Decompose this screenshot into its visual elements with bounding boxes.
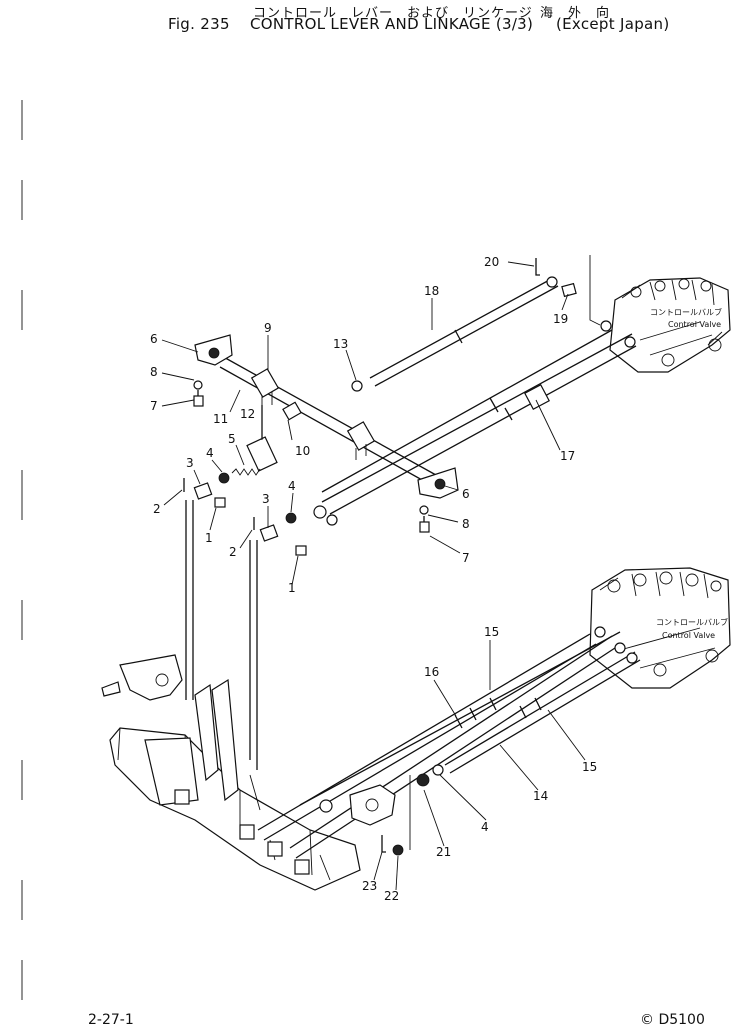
leader-lines: [161, 261, 586, 891]
upper-valve-label-en: Control Valve: [668, 320, 721, 329]
callout-7a: 7: [150, 399, 158, 413]
callout-4a: 4: [206, 446, 214, 460]
upper-rods: [313, 255, 637, 526]
region-label: (Except Japan): [556, 15, 670, 33]
title-japanese: コントロール レバー および リンケージ: [253, 6, 533, 21]
callout-1b: 1: [288, 581, 296, 595]
callout-15b: 15: [582, 760, 597, 774]
callout-12: 12: [240, 407, 255, 421]
callout-5: 5: [228, 432, 236, 446]
callout-3a: 3: [186, 456, 194, 470]
callout-17: 17: [560, 449, 575, 463]
callout-11: 11: [213, 412, 228, 426]
page-reference: 2-27-1: [88, 1012, 134, 1028]
callout-18: 18: [424, 284, 439, 298]
callout-15a: 15: [484, 625, 499, 639]
lower-rods: [257, 626, 641, 859]
lower-valve-label-jp: コントロールバルブ: [656, 617, 728, 627]
lower-valve-label-en: Control Valve: [662, 631, 715, 640]
callout-6a: 6: [150, 332, 158, 346]
callout-19: 19: [553, 312, 568, 326]
callout-8b: 8: [462, 517, 470, 531]
lower-frame: [109, 678, 361, 891]
callout-labels: 6 8 7 9 11 12 10 5 4 3 2 1 3 4 2 1 13 18…: [150, 255, 597, 903]
upper-valve-label-jp: コントロールバルブ: [650, 307, 722, 317]
lower-control-valve: コントロールバルブ Control Valve: [589, 567, 731, 689]
figure-number: Fig. 235: [168, 15, 230, 33]
callout-7b: 7: [462, 551, 470, 565]
region-japanese: 海 外 向: [540, 6, 611, 21]
lever-shafts: [101, 472, 307, 770]
callout-10: 10: [295, 444, 310, 458]
upper-control-valve: コントロールバルブ Control Valve: [609, 277, 731, 373]
callout-20: 20: [484, 255, 499, 269]
document-reference: © D5100: [640, 1012, 705, 1028]
cross-shaft: [193, 258, 577, 533]
callout-2a: 2: [153, 502, 161, 516]
callout-8a: 8: [150, 365, 158, 379]
callout-4b: 4: [288, 479, 296, 493]
callout-14: 14: [533, 789, 548, 803]
callout-2b: 2: [229, 545, 237, 559]
callout-1a: 1: [205, 531, 213, 545]
callout-4c: 4: [481, 820, 489, 834]
callout-3b: 3: [262, 492, 270, 506]
callout-9: 9: [264, 321, 272, 335]
figure-title: CONTROL LEVER AND LINKAGE (3/3): [250, 15, 534, 33]
callout-16: 16: [424, 665, 439, 679]
callout-21: 21: [436, 845, 451, 859]
callout-23: 23: [362, 879, 377, 893]
callout-6b: 6: [462, 487, 470, 501]
callout-22: 22: [384, 889, 399, 903]
callout-13: 13: [333, 337, 348, 351]
